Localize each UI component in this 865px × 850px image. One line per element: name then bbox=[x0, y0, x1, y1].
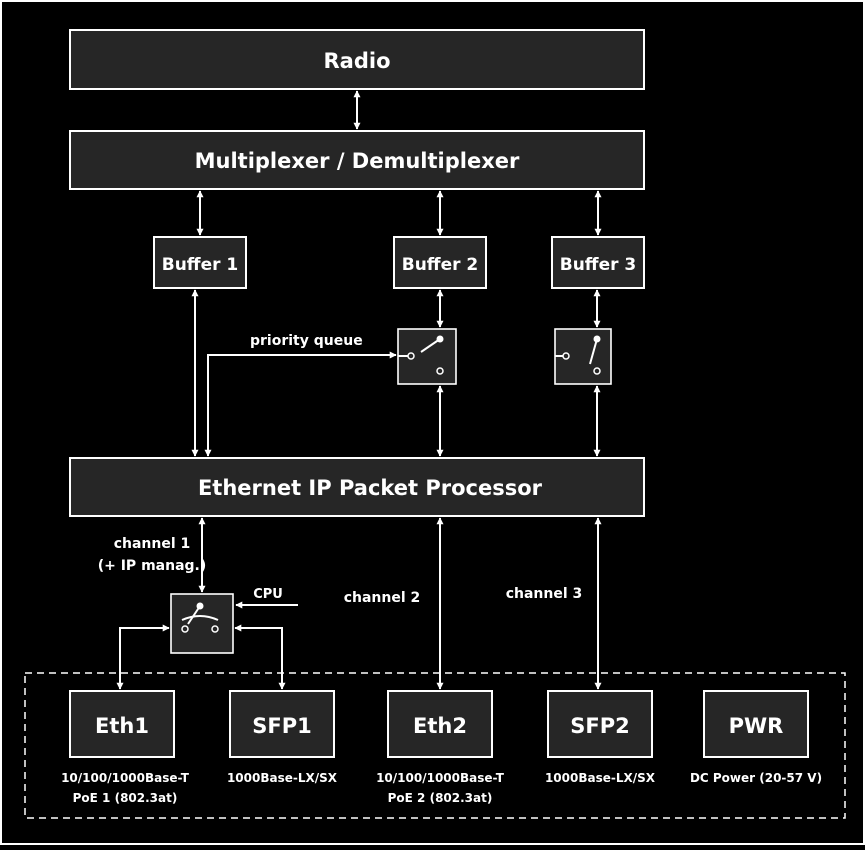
mux-block: Multiplexer / Demultiplexer bbox=[69, 130, 645, 190]
switch-2 bbox=[397, 328, 457, 385]
priority-queue-path bbox=[204, 351, 397, 457]
port-sfp2-desc: 1000Base-LX/SX bbox=[545, 771, 656, 785]
port-sfp1-desc: 1000Base-LX/SX bbox=[227, 771, 338, 785]
switch1-sfp1-link bbox=[234, 624, 286, 690]
mux-label: Multiplexer / Demultiplexer bbox=[195, 149, 520, 173]
channel-3-label: channel 3 bbox=[506, 586, 583, 602]
port-sfp1: SFP1 1000Base-LX/SX bbox=[227, 690, 338, 785]
channel-1-label: channel 1 bbox=[114, 536, 191, 552]
port-eth1: Eth1 10/100/1000Base-T PoE 1 (802.3at) bbox=[61, 690, 190, 805]
buffer-1-label: Buffer 1 bbox=[162, 255, 239, 275]
switch-3 bbox=[554, 328, 612, 385]
buffer-1-block: Buffer 1 bbox=[153, 236, 247, 289]
port-eth1-name: Eth1 bbox=[95, 714, 149, 738]
buffer-3-block: Buffer 3 bbox=[551, 236, 645, 289]
radio-label: Radio bbox=[324, 49, 391, 73]
port-eth1-poe: PoE 1 (802.3at) bbox=[73, 791, 178, 805]
radio-block: Radio bbox=[69, 29, 645, 90]
channel-1-sublabel: (+ IP manag.) bbox=[98, 558, 207, 574]
port-sfp2-name: SFP2 bbox=[570, 714, 629, 738]
buffer-3-label: Buffer 3 bbox=[560, 255, 637, 275]
port-pwr-name: PWR bbox=[729, 714, 784, 738]
port-panel bbox=[24, 672, 846, 819]
cpu-label: CPU bbox=[253, 587, 283, 602]
cpu-switch bbox=[170, 593, 234, 654]
processor-label: Ethernet IP Packet Processor bbox=[198, 476, 543, 500]
channel-2-label: channel 2 bbox=[344, 590, 421, 606]
processor-block: Ethernet IP Packet Processor bbox=[69, 457, 645, 517]
buffer-2-block: Buffer 2 bbox=[393, 236, 487, 289]
priority-queue-label: priority queue bbox=[250, 333, 363, 349]
port-sfp1-name: SFP1 bbox=[252, 714, 311, 738]
port-pwr-desc: DC Power (20-57 V) bbox=[690, 771, 822, 785]
port-sfp2: SFP2 1000Base-LX/SX bbox=[545, 690, 656, 785]
switch1-eth1-link bbox=[116, 624, 170, 690]
port-eth2: Eth2 10/100/1000Base-T PoE 2 (802.3at) bbox=[376, 690, 505, 805]
port-eth2-poe: PoE 2 (802.3at) bbox=[388, 791, 493, 805]
port-eth1-desc: 10/100/1000Base-T bbox=[61, 771, 190, 785]
buffer-2-label: Buffer 2 bbox=[402, 255, 479, 275]
port-pwr: PWR DC Power (20-57 V) bbox=[690, 690, 822, 785]
port-eth2-name: Eth2 bbox=[413, 714, 467, 738]
port-eth2-desc: 10/100/1000Base-T bbox=[376, 771, 505, 785]
